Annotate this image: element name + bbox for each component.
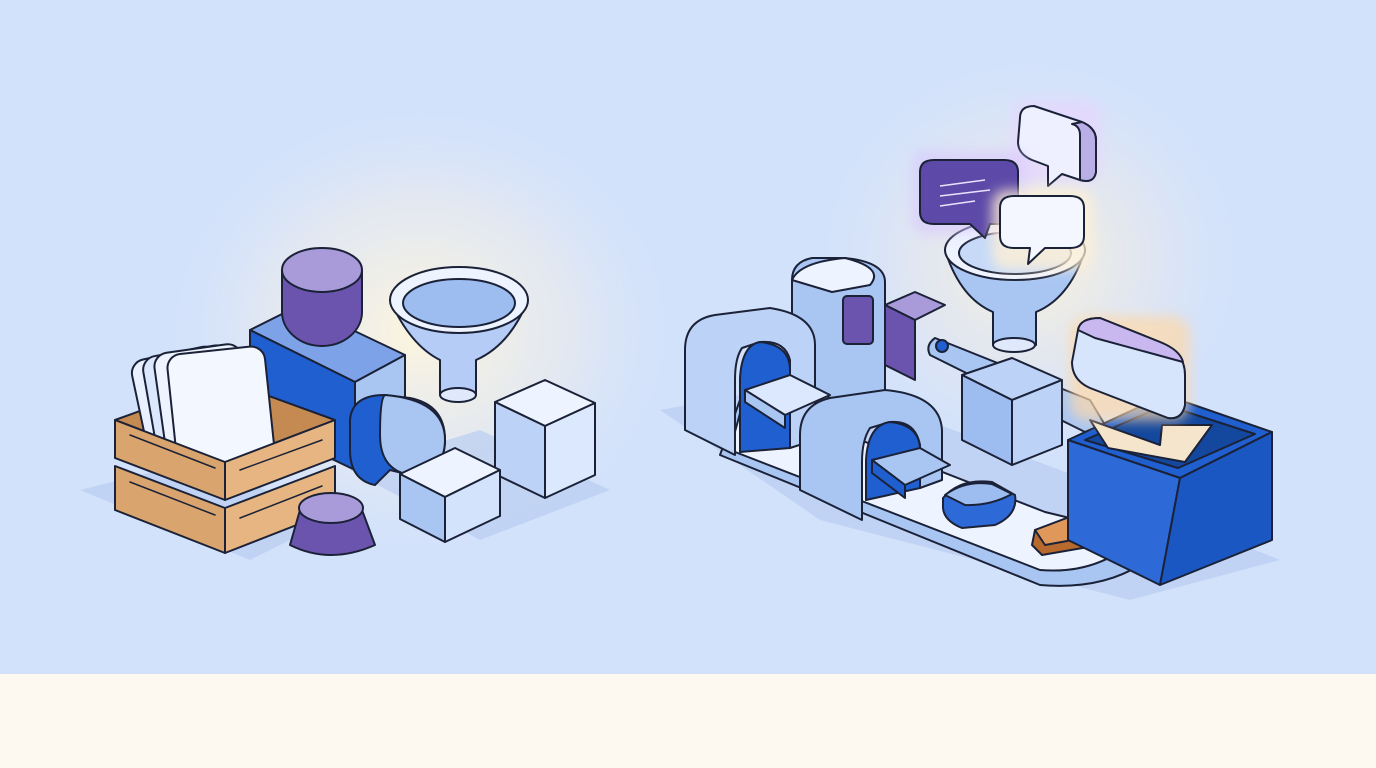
rail-cube [961,357,1063,466]
arrow-icon [1089,419,1213,463]
purple-cylinder [281,247,363,347]
cube-front [399,447,501,543]
back-panel [884,291,946,381]
glowing-block [1070,316,1190,421]
belt-item-3 [941,480,1017,529]
funnel-left [389,266,529,403]
half-pipe [349,394,446,486]
floor-band [0,674,1376,768]
cube-right [494,379,596,499]
chat-bubble-top [1012,100,1102,187]
wooden-crate [114,419,336,554]
chat-bubble-white [992,190,1092,270]
illustration [80,50,1280,600]
purple-dome [289,492,376,556]
belt-item-2 [871,447,951,499]
belt-item-1 [744,374,831,429]
